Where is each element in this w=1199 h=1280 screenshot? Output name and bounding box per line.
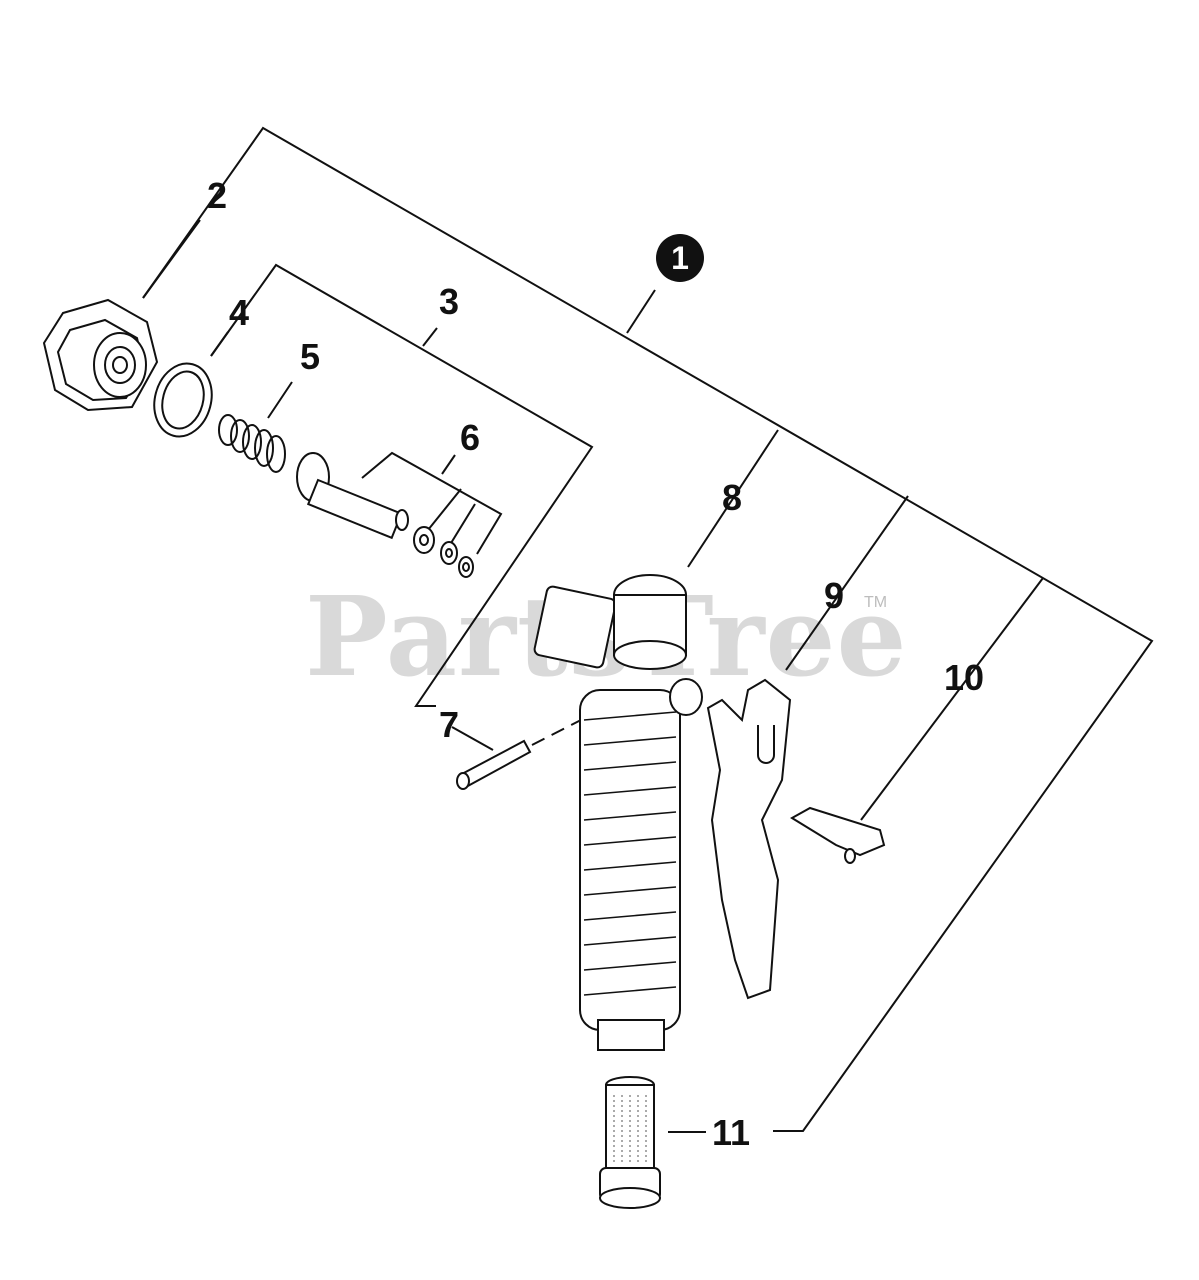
spring-part-5 — [218, 414, 286, 473]
callout-3: 3 — [439, 281, 460, 322]
leader-10 — [860, 577, 1044, 821]
callout-10: 10 — [944, 657, 985, 698]
bracket-part-3 — [210, 263, 594, 707]
pin-dash — [531, 699, 621, 746]
trademark-mark: TM — [864, 594, 888, 611]
hex-nut-part-2 — [42, 298, 159, 412]
leader-7 — [451, 726, 494, 751]
leader-9 — [785, 495, 909, 671]
valve-stem-part-6 — [296, 452, 474, 578]
callout-5: 5 — [300, 336, 321, 377]
clip-part-10 — [790, 806, 886, 864]
leader-2 — [142, 219, 201, 299]
callout-4: 4 — [229, 292, 250, 333]
leader-1 — [626, 289, 656, 334]
callout-7: 7 — [439, 704, 460, 745]
leader-4 — [210, 331, 229, 357]
callout-9: 9 — [824, 575, 845, 616]
grip-ribs — [583, 711, 677, 996]
callout-11: 11 — [712, 1112, 751, 1153]
trigger-lever-part-9 — [706, 678, 792, 1000]
leader-6 — [441, 454, 456, 475]
bracket-part-6 — [361, 451, 503, 555]
bracket-assembly-1 — [142, 126, 1154, 1132]
leader-3 — [422, 327, 438, 347]
callout-8: 8 — [722, 477, 743, 518]
leader-6b — [427, 488, 462, 531]
leader-6c — [447, 503, 476, 549]
pin-part-7 — [456, 739, 532, 790]
callout-6: 6 — [460, 417, 481, 458]
filter-part-11 — [599, 1076, 661, 1209]
assembly-callout-1: 1 — [656, 234, 704, 282]
valve-body-part-8 — [533, 574, 703, 1051]
leader-8 — [687, 429, 779, 568]
leader-5 — [267, 381, 293, 419]
o-ring-part-4 — [153, 362, 213, 438]
callout-2: 2 — [207, 175, 228, 216]
filter-mesh — [613, 1095, 647, 1165]
